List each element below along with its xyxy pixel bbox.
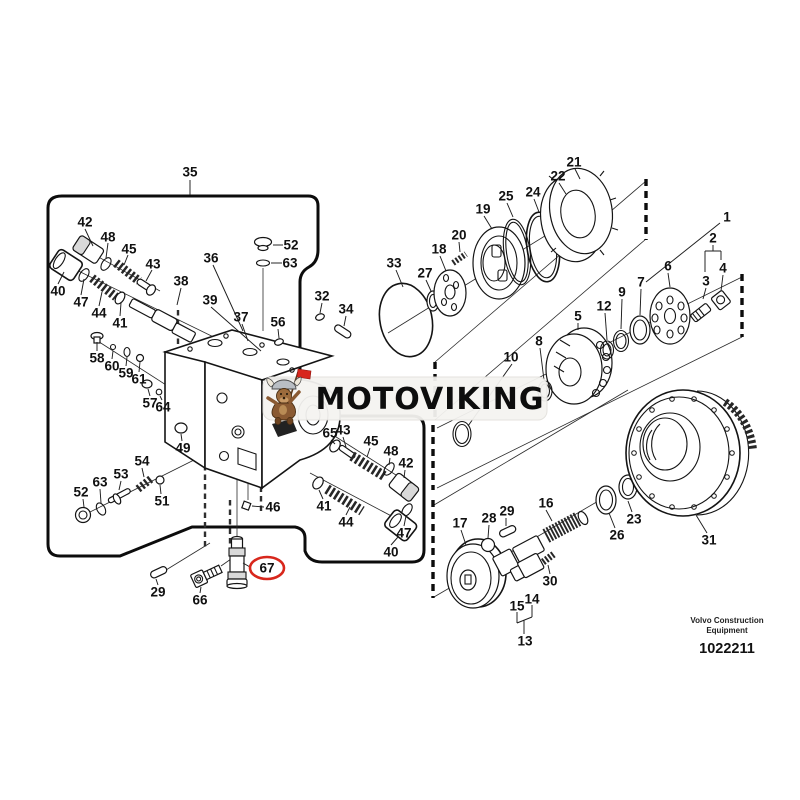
part-label-19: 19 <box>475 202 490 217</box>
part-labels-layer: 3542484543404744413638393752635632343327… <box>50 155 731 649</box>
motor-brake-group <box>378 167 619 358</box>
part-label-63: 63 <box>282 256 298 271</box>
part-label-43: 43 <box>145 257 161 272</box>
part-label-63: 63 <box>92 475 108 490</box>
part-label-28: 28 <box>481 511 497 526</box>
part-label-61: 61 <box>131 372 147 387</box>
part-label-56: 56 <box>270 315 286 330</box>
part-label-40: 40 <box>383 545 398 560</box>
part-label-31: 31 <box>701 533 717 548</box>
part-label-1: 1 <box>723 210 731 225</box>
part-label-4: 4 <box>719 261 727 276</box>
part-label-32: 32 <box>314 289 329 304</box>
part-label-25: 25 <box>498 189 514 204</box>
part-label-38: 38 <box>173 274 189 289</box>
part-label-27: 27 <box>417 266 432 281</box>
watermark-band <box>262 376 548 421</box>
part-label-33: 33 <box>386 256 402 271</box>
part-label-18: 18 <box>431 242 447 257</box>
watermark-text: MOTOVIKING <box>315 382 544 417</box>
part-label-34: 34 <box>338 302 354 317</box>
part-label-44: 44 <box>338 515 354 530</box>
footer-block: Volvo Construction Equipment 1022211 <box>690 616 763 657</box>
watermark-banner: MOTOVIKING <box>262 368 548 425</box>
small-parts-56-32-34 <box>274 313 352 346</box>
part-label-20: 20 <box>451 228 466 243</box>
plug-52-63-top <box>253 236 273 267</box>
part-label-39: 39 <box>202 293 217 308</box>
highlighted-part-67: 67 <box>248 555 286 581</box>
final-drive-group <box>446 389 757 609</box>
part-label-52: 52 <box>73 485 88 500</box>
part-label-2: 2 <box>709 231 717 246</box>
part-label-26: 26 <box>609 528 625 543</box>
assembly-35-boundary <box>46 194 426 564</box>
part-66-bolt <box>190 564 223 588</box>
part-label-14: 14 <box>524 592 540 607</box>
part-label-13: 13 <box>517 634 533 649</box>
part-label-10: 10 <box>503 350 518 365</box>
part-label-22: 22 <box>550 169 565 184</box>
part-label-24: 24 <box>525 185 541 200</box>
part-label-29: 29 <box>150 585 165 600</box>
part-label-15: 15 <box>509 599 525 614</box>
part-label-9: 9 <box>618 285 626 300</box>
footer-brand-line1: Volvo Construction <box>690 616 763 625</box>
part-label-52: 52 <box>283 238 298 253</box>
part-label-59: 59 <box>118 366 133 381</box>
lower-left-small-parts <box>74 331 188 524</box>
footer-brand-line2: Equipment <box>706 626 748 635</box>
part-label-45: 45 <box>121 242 137 257</box>
part-label-30: 30 <box>542 574 557 589</box>
part-label-12: 12 <box>596 299 611 314</box>
part-label-47: 47 <box>396 526 411 541</box>
part-label-37: 37 <box>233 310 248 325</box>
part-label-46: 46 <box>265 500 281 515</box>
part-label-58: 58 <box>89 351 105 366</box>
part-31-hub <box>625 389 757 517</box>
rotating-group <box>452 287 731 448</box>
part-label-41: 41 <box>316 499 332 514</box>
part-label-8: 8 <box>535 334 543 349</box>
part-label-41: 41 <box>112 316 128 331</box>
part-label-44: 44 <box>91 306 107 321</box>
part-label-47: 47 <box>73 295 88 310</box>
part-label-35: 35 <box>182 165 198 180</box>
part-label-17: 17 <box>452 516 467 531</box>
part-label-23: 23 <box>626 512 642 527</box>
part-label-7: 7 <box>637 275 645 290</box>
valve-train-lobe <box>241 439 420 542</box>
highlight-ellipse <box>248 555 286 581</box>
part-label-29: 29 <box>499 504 514 519</box>
part-label-66: 66 <box>192 593 208 608</box>
part-label-49: 49 <box>175 441 190 456</box>
part-label-43: 43 <box>335 423 351 438</box>
part-label-42: 42 <box>398 456 413 471</box>
part-label-36: 36 <box>203 251 219 266</box>
part-label-5: 5 <box>574 309 582 324</box>
part-label-53: 53 <box>113 467 129 482</box>
part-67-valve-cartridge <box>226 535 248 590</box>
valve-train-upper-left <box>49 235 196 343</box>
part-label-21: 21 <box>566 155 582 170</box>
part-label-65: 65 <box>322 426 338 441</box>
part-label-48: 48 <box>383 444 399 459</box>
part-29-pin <box>150 566 168 579</box>
part-label-51: 51 <box>154 494 170 509</box>
part-label-40: 40 <box>50 284 65 299</box>
part-label-48: 48 <box>100 230 116 245</box>
footer-document-number: 1022211 <box>699 641 755 657</box>
viking-dog-mascot <box>266 368 312 425</box>
part-label-42: 42 <box>77 215 92 230</box>
part-label-3: 3 <box>702 274 710 289</box>
part-label-64: 64 <box>155 400 171 415</box>
part-label-6: 6 <box>664 259 672 274</box>
part-label-60: 60 <box>104 359 119 374</box>
part-label-16: 16 <box>538 496 554 511</box>
highlight-label: 67 <box>259 561 274 576</box>
part-label-45: 45 <box>363 434 379 449</box>
part-label-57: 57 <box>142 396 157 411</box>
part-label-54: 54 <box>134 454 150 469</box>
